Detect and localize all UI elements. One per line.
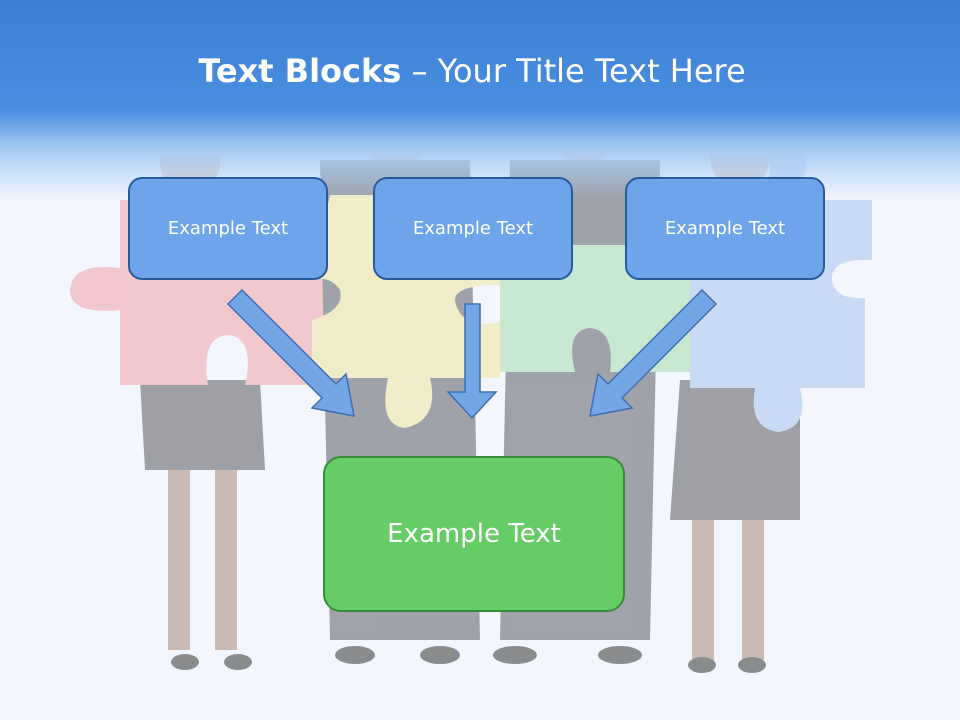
text-block-3[interactable]: Example Text [625, 177, 825, 280]
title-bold: Text Blocks [198, 52, 402, 90]
text-block-1[interactable]: Example Text [128, 177, 328, 280]
arrow-left [226, 288, 355, 417]
arrow-center [446, 303, 498, 420]
text-block-2[interactable]: Example Text [373, 177, 573, 280]
arrow-right [589, 288, 718, 417]
target-text-block[interactable]: Example Text [323, 456, 625, 612]
slide-title: Text Blocks – Your Title Text Here [0, 52, 944, 90]
title-bar [0, 0, 960, 200]
title-rest: Your Title Text Here [437, 52, 746, 90]
title-dash: – [401, 52, 438, 90]
